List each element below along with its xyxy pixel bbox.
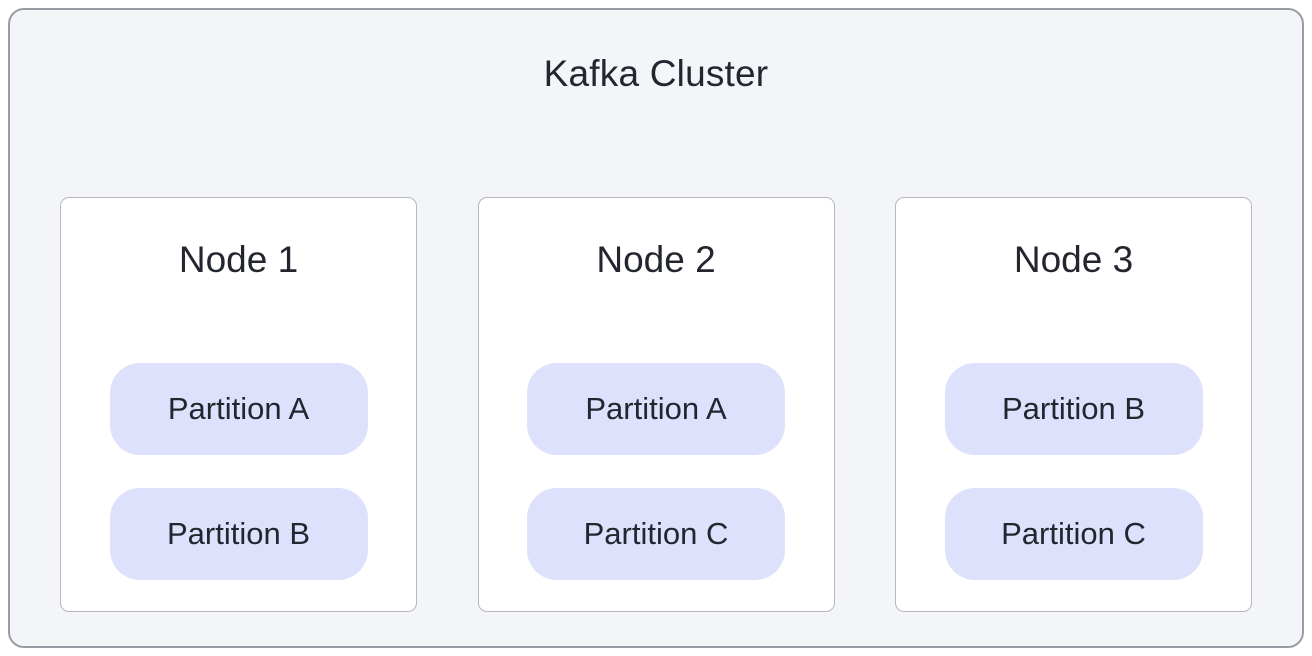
kafka-cluster-container: Kafka Cluster Node 1 Partition A Partiti… — [8, 8, 1304, 648]
partition-pill: Partition C — [944, 488, 1203, 581]
node-1-partitions: Partition A Partition B — [61, 363, 416, 581]
partition-pill: Partition A — [109, 363, 368, 456]
node-3-title: Node 3 — [1013, 239, 1134, 280]
node-2-partitions: Partition A Partition C — [479, 363, 834, 581]
partition-pill: Partition B — [109, 488, 368, 581]
node-2-box: Node 2 Partition A Partition C — [477, 197, 835, 612]
partition-pill: Partition C — [527, 488, 785, 581]
nodes-row: Node 1 Partition A Partition B Node 2 Pa… — [60, 197, 1252, 612]
partition-pill: Partition A — [527, 363, 785, 456]
node-1-title: Node 1 — [178, 239, 299, 280]
node-3-box: Node 3 Partition B Partition C — [895, 197, 1252, 612]
node-2-title: Node 2 — [596, 239, 716, 280]
partition-pill: Partition B — [944, 363, 1203, 456]
node-1-box: Node 1 Partition A Partition B — [60, 197, 417, 612]
node-3-partitions: Partition B Partition C — [896, 363, 1251, 581]
cluster-title: Kafka Cluster — [543, 53, 769, 94]
